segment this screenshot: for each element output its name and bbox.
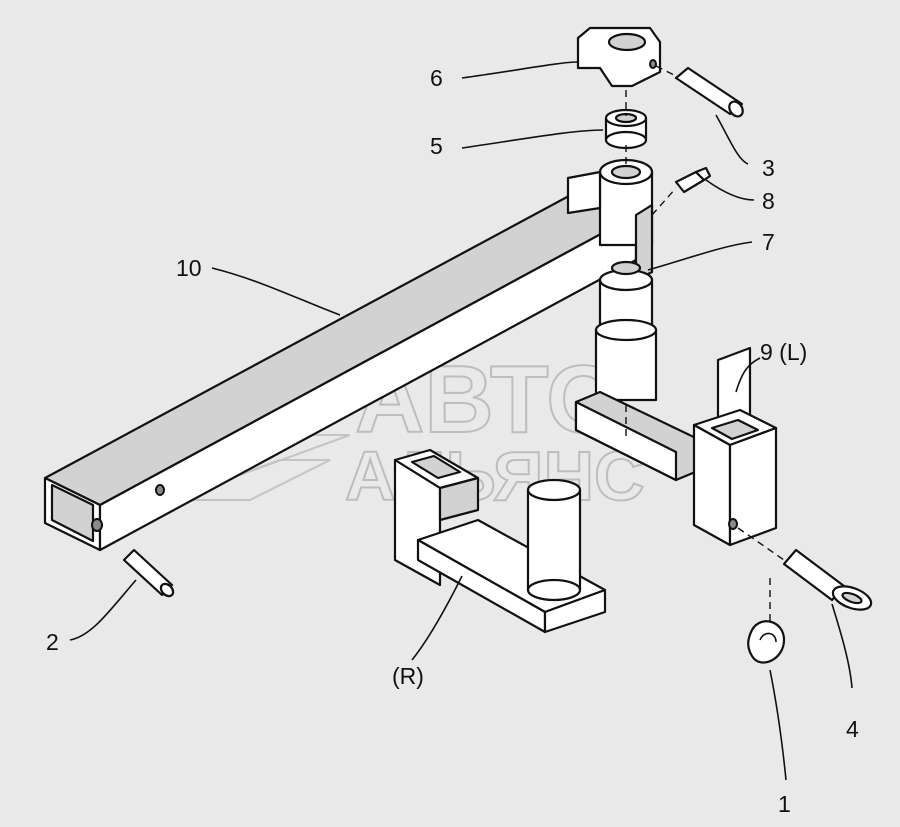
- part-3-pin: [674, 66, 744, 118]
- watermark-line2: АЛЬЯНС: [345, 437, 645, 515]
- callout-2: 2: [46, 629, 59, 655]
- callout-10: 10: [176, 255, 202, 281]
- part-2-roll-pin: [122, 548, 175, 598]
- part-9-left-bracket: [574, 346, 778, 547]
- callout-labels: 6 5 3 8 7 10 9 (L) 2 (R) 4 1: [46, 65, 859, 817]
- part-4-pin-with-ring: [782, 548, 873, 611]
- callout-7: 7: [762, 229, 775, 255]
- callout-6: 6: [430, 65, 443, 91]
- alignment-lines: [625, 65, 785, 622]
- callout-1: 1: [778, 791, 791, 817]
- tube-pivot-housing: [566, 158, 654, 282]
- part-r-right-bracket: [393, 448, 607, 634]
- part-10-square-tube: [43, 188, 638, 552]
- callout-4: 4: [846, 716, 859, 742]
- leader-lines: [69, 61, 853, 781]
- callout-right: (R): [392, 663, 424, 689]
- part-8-grease-fitting: [674, 166, 712, 194]
- part-1-spring-clip: [747, 620, 786, 664]
- part-5-bushing: [604, 108, 648, 150]
- part-6-clamp: [576, 26, 662, 88]
- part-7-stub-axle: [594, 260, 658, 402]
- callout-5: 5: [430, 133, 443, 159]
- callout-8: 8: [762, 188, 775, 214]
- callout-9-left: 9 (L): [760, 339, 807, 365]
- callout-3: 3: [762, 155, 775, 181]
